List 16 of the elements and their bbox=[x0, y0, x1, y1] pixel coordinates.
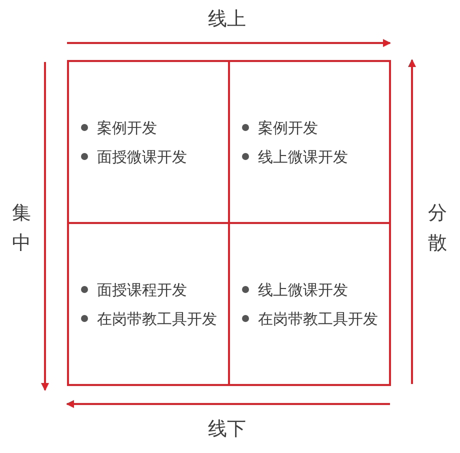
quadrant-cell bbox=[67, 222, 230, 386]
axis-label: 线上 bbox=[208, 8, 246, 30]
list-item-text: 线上微课开发 bbox=[258, 280, 348, 300]
axis-label: 分散 bbox=[428, 201, 448, 256]
quadrant-cell bbox=[67, 60, 230, 224]
list-item-text: 面授课程开发 bbox=[97, 280, 187, 300]
list-item-text: 案例开发 bbox=[97, 118, 157, 138]
list-item-text: 面授微课开发 bbox=[97, 146, 187, 166]
list-item-text: 线上微课开发 bbox=[258, 146, 348, 166]
axis-label: 集中 bbox=[12, 201, 32, 256]
list-item-text: 案例开发 bbox=[258, 118, 318, 138]
quadrant-cell bbox=[228, 222, 391, 386]
list-item-text: 在岗带教工具开发 bbox=[97, 308, 217, 328]
list-item-text: 在岗带教工具开发 bbox=[258, 308, 378, 328]
axis-label: 线下 bbox=[208, 418, 246, 440]
quadrant-cell bbox=[228, 60, 391, 224]
